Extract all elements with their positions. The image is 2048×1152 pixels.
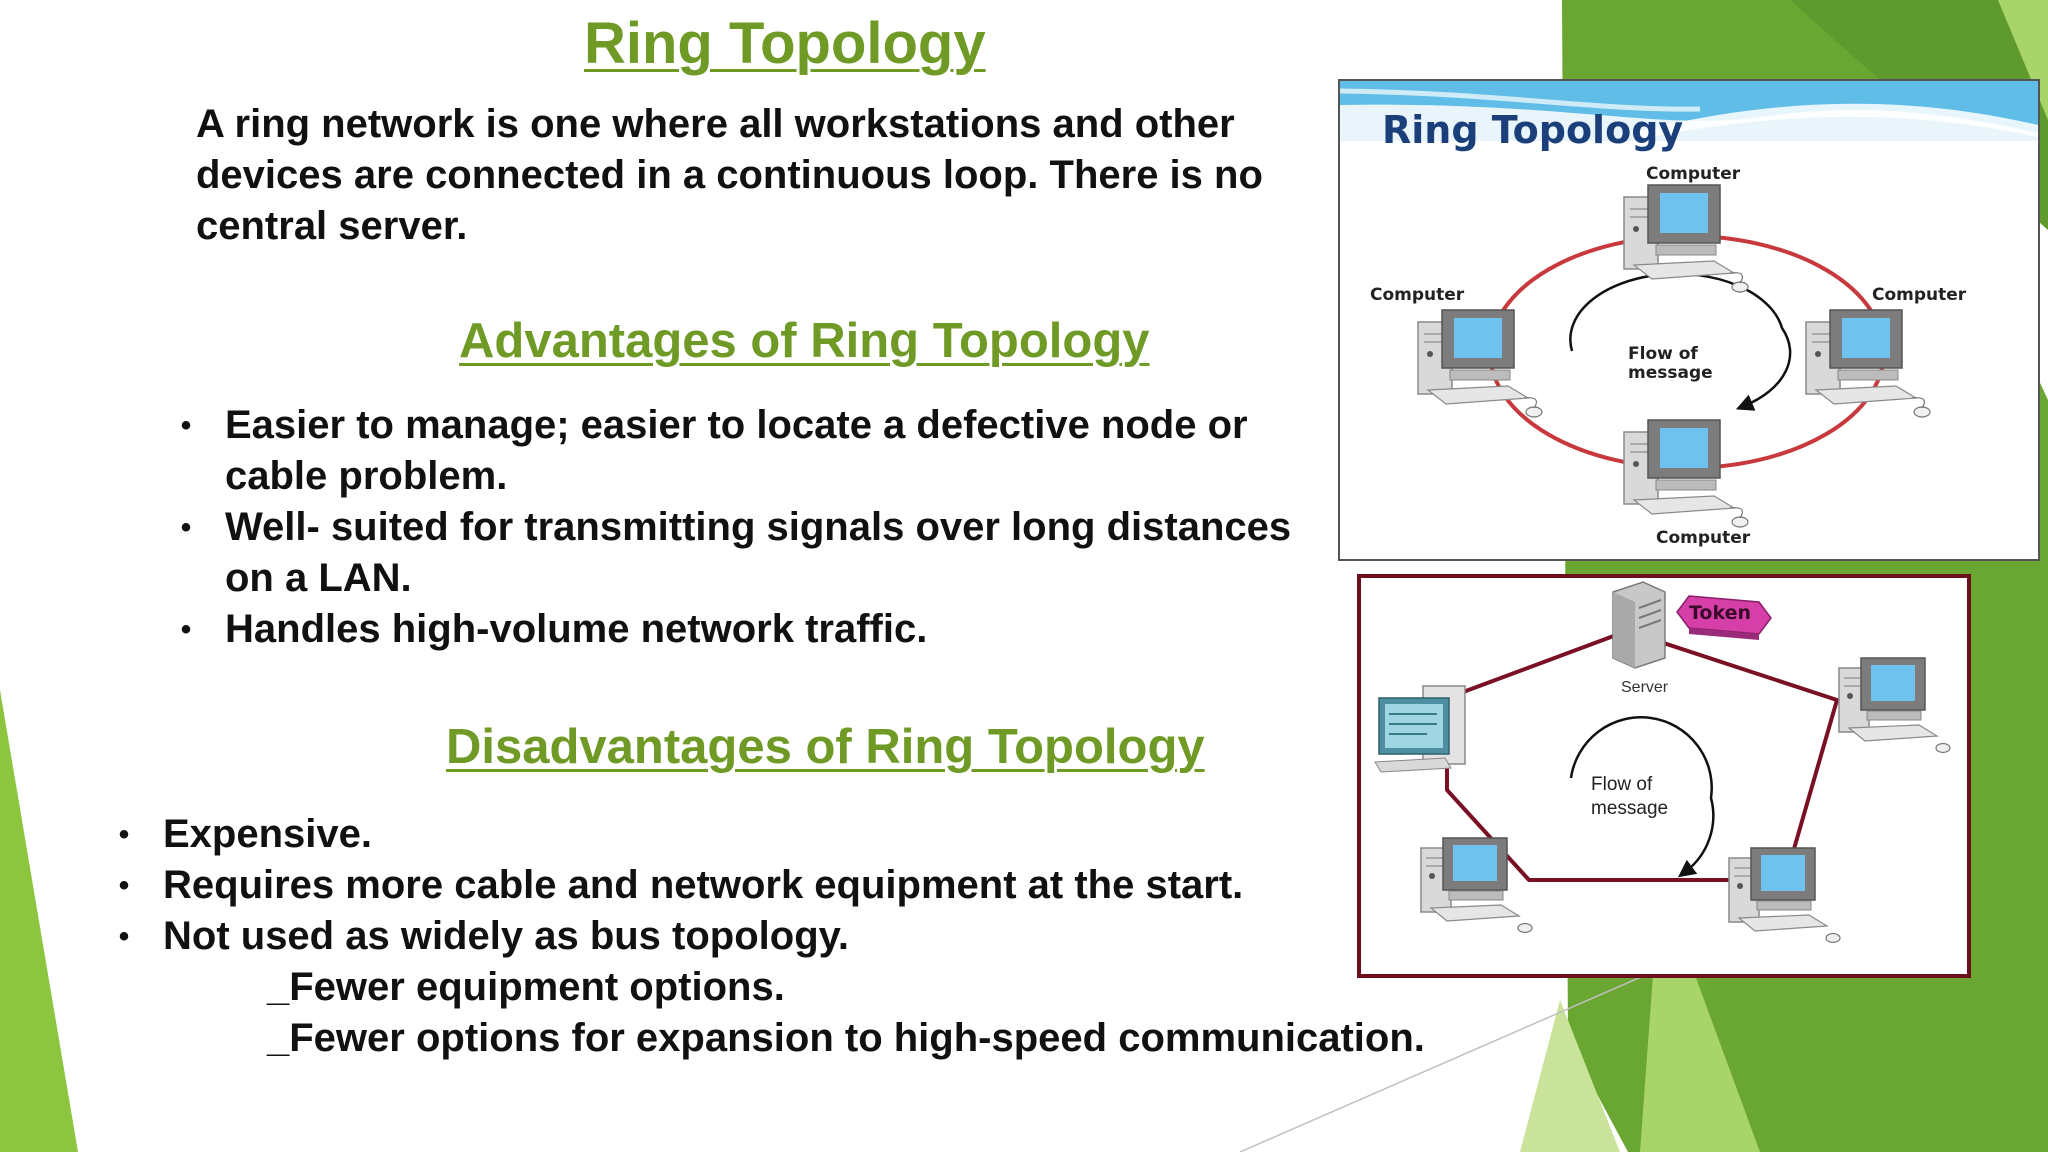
intro-paragraph: A ring network is one where all workstat… xyxy=(196,102,1263,248)
disadvantage-subitem: _Fewer equipment options. xyxy=(267,965,785,1009)
node-label-top: Computer xyxy=(1646,164,1741,184)
ring-diagram-top: Ring Topology Flow of message Computer C… xyxy=(1338,79,2040,561)
computer-icon xyxy=(1417,309,1543,418)
slide-title: Ring Topology xyxy=(584,11,986,76)
advantage-item: •Well- suited for transmitting signals o… xyxy=(180,505,1292,600)
node-label-right: Computer xyxy=(1872,285,1967,305)
flow-label-bottom-line2: message xyxy=(1591,798,1668,819)
disadvantages-heading: Disadvantages of Ring Topology xyxy=(446,720,1205,774)
flow-label-top-line1: Flow of xyxy=(1628,344,1698,364)
server-icon xyxy=(1612,581,1666,669)
disadvantages-list: •Expensive. •Requires more cable and net… xyxy=(114,809,1514,962)
disadvantage-item: •Requires more cable and network equipme… xyxy=(118,863,1244,907)
advantage-item: •Easier to manage; easier to locate a de… xyxy=(180,403,1248,498)
advantages-heading: Advantages of Ring Topology xyxy=(459,314,1150,368)
computer-icon xyxy=(1805,309,1931,418)
node-label-bottom: Computer xyxy=(1656,528,1751,548)
advantages-list: •Easier to manage; easier to locate a de… xyxy=(176,400,1320,655)
computer-icon xyxy=(1623,419,1749,528)
token-label: Token xyxy=(1689,602,1751,624)
disadvantage-item: •Not used as widely as bus topology. xyxy=(118,914,850,958)
ring-diagram-bottom: Flow of message Server Token xyxy=(1357,574,1971,978)
computer-icon xyxy=(1420,837,1533,934)
disadvantage-item: •Expensive. xyxy=(118,812,373,856)
server-label: Server xyxy=(1621,679,1669,696)
token-icon xyxy=(1676,595,1772,640)
diagram-top-title: Ring Topology xyxy=(1382,108,1683,152)
disadvantage-subitems: _Fewer equipment options. _Fewer options… xyxy=(267,962,1425,1064)
computer-icon xyxy=(1838,657,1951,754)
computer-icon xyxy=(1728,847,1841,944)
flow-label-top-line2: message xyxy=(1628,363,1713,383)
node-label-left: Computer xyxy=(1370,285,1465,305)
advantage-item: •Handles high-volume network traffic. xyxy=(180,607,928,651)
flow-label-bottom-line1: Flow of xyxy=(1591,774,1653,795)
disadvantage-subitem: _Fewer options for expansion to high-spe… xyxy=(267,1016,1425,1060)
desktop-computer-icon xyxy=(1374,685,1466,773)
